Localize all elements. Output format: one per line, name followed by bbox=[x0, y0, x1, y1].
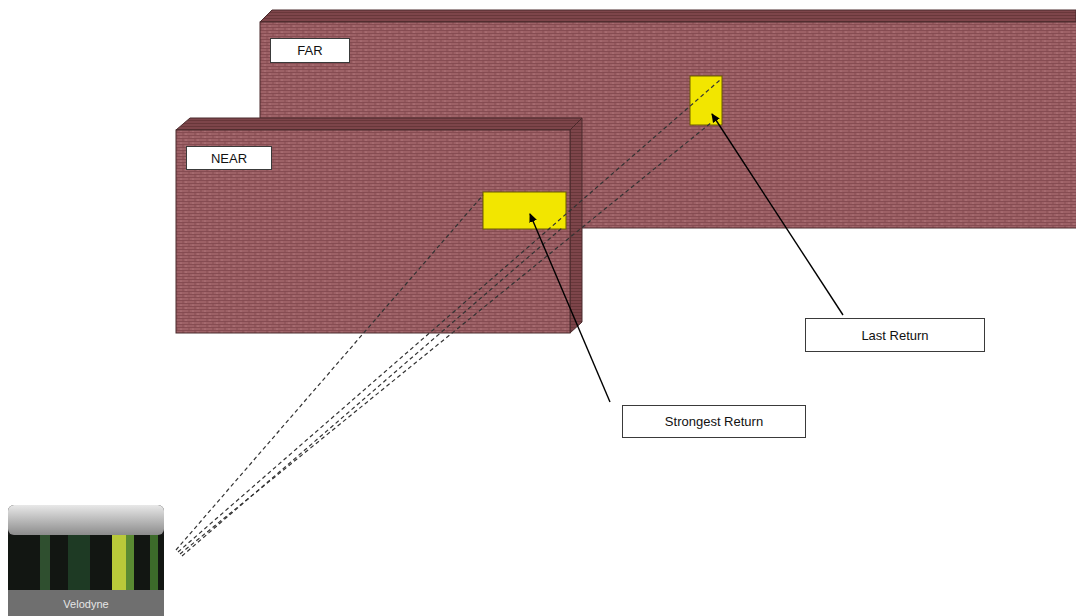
wall-label: FAR bbox=[270, 38, 350, 63]
node-text: Strongest Return bbox=[665, 414, 763, 429]
leader-line bbox=[712, 114, 843, 315]
callout-box: Strongest Return bbox=[622, 405, 806, 438]
return-spot bbox=[690, 76, 722, 125]
brand-label: Velodyne bbox=[63, 598, 108, 610]
node-text: FAR bbox=[297, 43, 322, 58]
lidar-sensor bbox=[8, 505, 164, 616]
near-wall bbox=[176, 118, 582, 333]
leader-line bbox=[530, 214, 610, 402]
laser-beam bbox=[176, 80, 720, 556]
callout-box: Last Return bbox=[805, 318, 985, 352]
node-text: Last Return bbox=[861, 328, 928, 343]
return-spot bbox=[483, 192, 566, 229]
wall-label: NEAR bbox=[186, 146, 272, 170]
node-text: NEAR bbox=[211, 151, 247, 166]
